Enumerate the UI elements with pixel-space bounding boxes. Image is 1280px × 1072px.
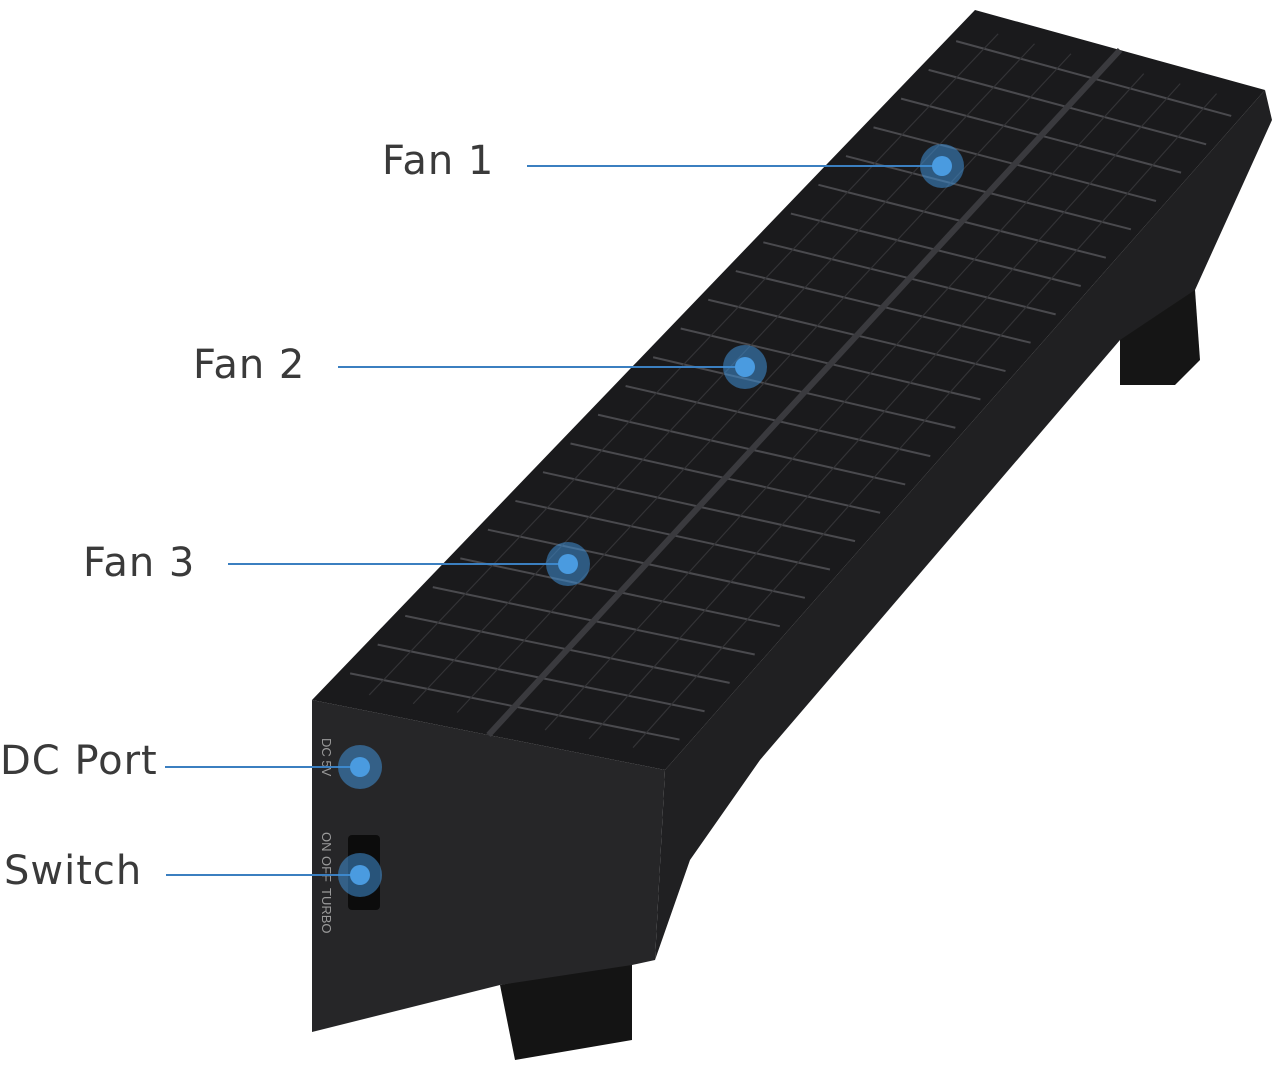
grille-rib — [368, 33, 999, 696]
device-side-face — [655, 90, 1272, 960]
marking-off: OFF — [319, 856, 334, 882]
label-fan-3: Fan 3 — [83, 540, 196, 586]
center-spine — [486, 47, 1123, 738]
fan-3-marker-dot — [558, 554, 578, 574]
front-foot — [500, 960, 632, 1060]
grille-rib — [632, 93, 1218, 749]
label-dc-port: DC Port — [0, 738, 158, 784]
grille-rib — [544, 73, 1145, 731]
label-fan-2: Fan 2 — [193, 342, 306, 388]
grille-rib — [456, 53, 1072, 713]
marking-turbo: TURBO — [319, 888, 334, 934]
label-fan-1: Fan 1 — [382, 138, 495, 184]
device-front-face — [312, 700, 665, 1032]
fan-2-marker-dot — [735, 357, 755, 377]
switch-marker-dot — [350, 865, 370, 885]
marking-dc: DC 5V — [319, 738, 334, 777]
marking-on: ON — [319, 832, 334, 852]
grille-rib — [588, 83, 1181, 740]
dc-port-marker-dot — [350, 757, 370, 777]
fan-1-marker-dot — [932, 156, 952, 176]
device-top-grille — [312, 10, 1265, 770]
label-switch: Switch — [4, 848, 143, 894]
